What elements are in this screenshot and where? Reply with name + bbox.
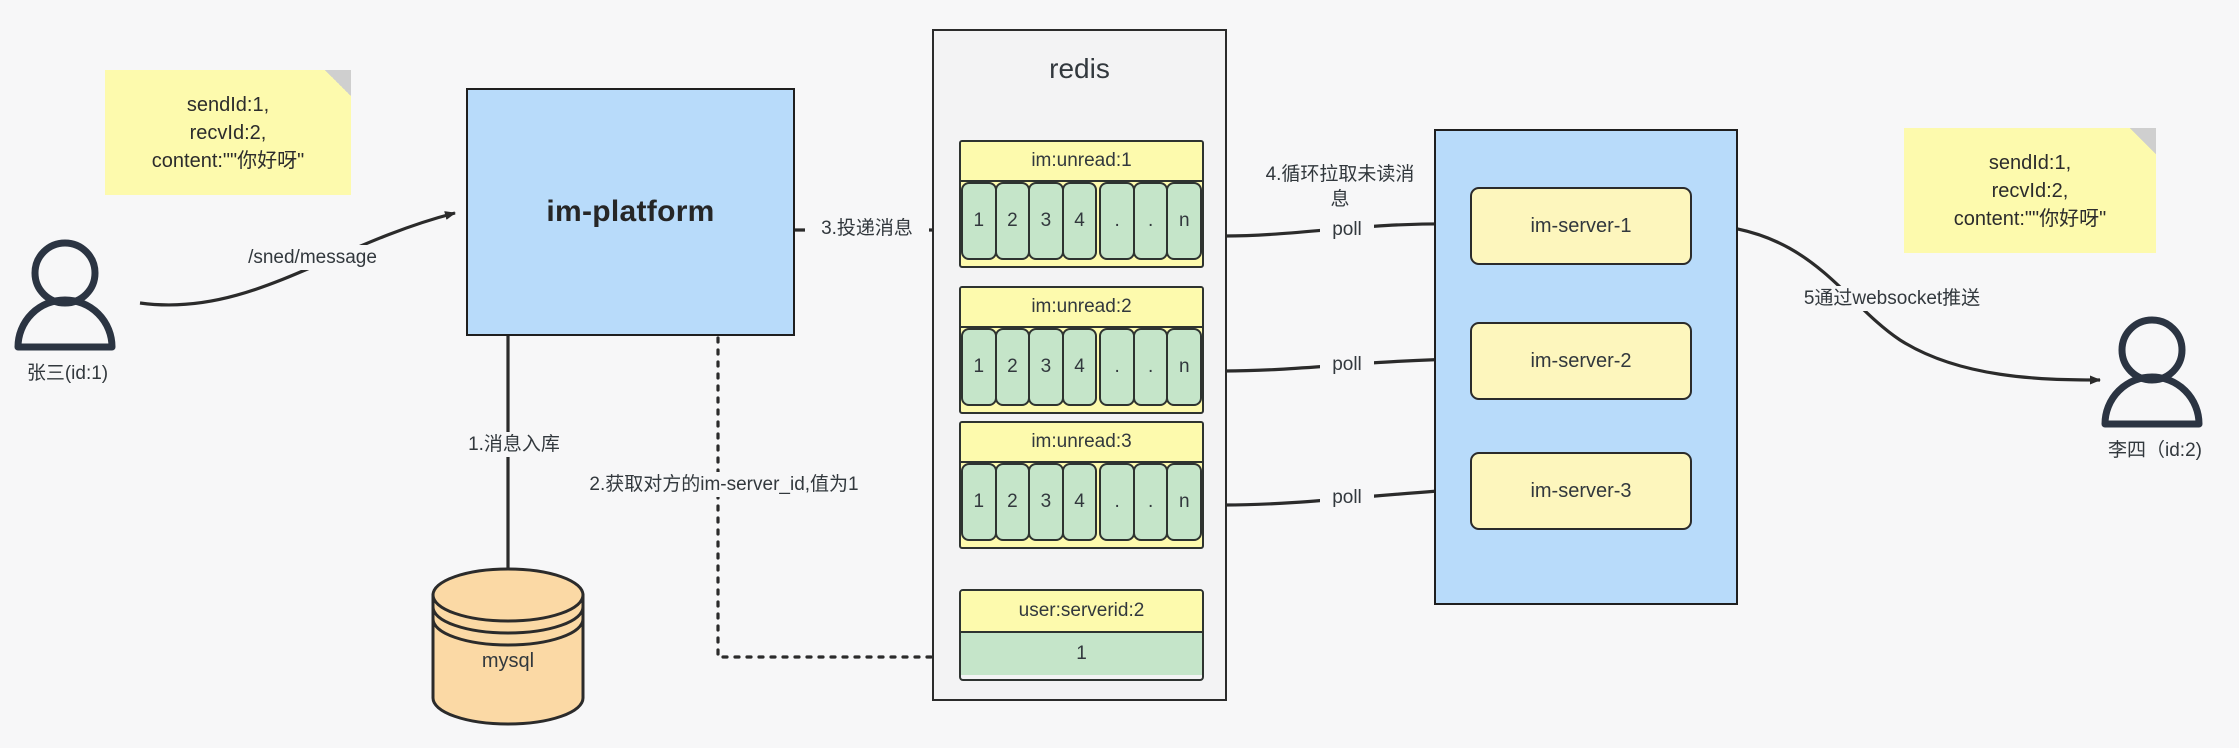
person-icon-receiver [2101,316,2203,428]
redis-key-label-1: im:unread:2 [961,288,1202,326]
edge-label-poll-3: poll [1320,485,1374,510]
edge-label-step5: 5通过websocket推送 [1785,286,1999,311]
edge-label-poll-2: poll [1320,352,1374,377]
redis-key-cells-2: 1 2 3 4 . . n [961,461,1202,541]
redis-cell: 1 [961,328,997,406]
redis-key-cells-0: 1 2 3 4 . . n [961,180,1202,260]
redis-cell: 3 [1028,328,1064,406]
redis-cell: 2 [994,182,1031,260]
redis-cell: . [1099,182,1135,260]
edge-label-step4: 4.循环拉取未读消 息 [1253,162,1427,212]
redis-cell: n [1166,328,1202,406]
redis-cell: 1 [961,463,997,541]
edge-label-send-message: /sned/message [228,245,397,270]
mysql-cylinder [431,567,585,726]
node-im-platform-label: im-platform [546,195,715,228]
redis-cell: 3 [1028,463,1064,541]
node-im-server-1[interactable]: im-server-1 [1470,187,1692,265]
redis-cell: 2 [994,328,1031,406]
redis-cell: . [1132,463,1169,541]
sticky-note-right-text: sendId:1, recvId:2, content:""你好呀" [1953,151,2107,230]
container-redis-title: redis [1049,53,1110,84]
edge-step5 [1687,222,2101,385]
redis-cell: . [1132,328,1169,406]
redis-cell: . [1099,328,1135,406]
redis-cell: 4 [1061,328,1098,406]
redis-cell: . [1099,463,1135,541]
redis-cell: . [1132,182,1169,260]
redis-key-group-1[interactable]: im:unread:2 1 2 3 4 . . n [959,286,1204,414]
redis-cell: 3 [1028,182,1064,260]
sticky-note-right: sendId:1, recvId:2, content:""你好呀" [1904,128,2156,253]
edge-send-message [139,211,456,307]
note-fold-corner-icon [2130,128,2156,154]
redis-key-label-0: im:unread:1 [961,142,1202,180]
person-icon-sender [14,239,116,351]
sticky-note-left-text: sendId:1, recvId:2, content:""你好呀" [151,93,305,172]
redis-key-label-2: im:unread:3 [961,423,1202,461]
node-im-platform[interactable]: im-platform [466,88,795,336]
redis-key-cells-1: 1 2 3 4 . . n [961,326,1202,406]
actor-label-sender: 张三(id:1) [26,363,109,384]
redis-cell: 2 [994,463,1031,541]
edge-label-poll-1: poll [1320,217,1374,242]
actor-label-receiver: 李四（id:2) [2108,440,2202,461]
redis-kv-value: 1 [961,631,1202,675]
sticky-note-left: sendId:1, recvId:2, content:""你好呀" [105,70,351,195]
redis-cell: n [1166,463,1202,541]
redis-cell: 4 [1061,182,1098,260]
redis-cell: n [1166,182,1202,260]
redis-kv-key-label: user:serverid:2 [961,591,1202,631]
note-fold-corner-icon [325,70,351,96]
redis-kv-user-serverid[interactable]: user:serverid:2 1 [959,589,1204,681]
redis-key-group-0[interactable]: im:unread:1 1 2 3 4 . . n [959,140,1204,268]
redis-cell: 4 [1061,463,1098,541]
edge-label-step1: 1.消息入库 [452,432,576,457]
node-im-server-2[interactable]: im-server-2 [1470,322,1692,400]
redis-cell: 1 [961,182,997,260]
redis-key-group-2[interactable]: im:unread:3 1 2 3 4 . . n [959,421,1204,549]
node-im-server-3[interactable]: im-server-3 [1470,452,1692,530]
edge-label-step3: 3.投递消息 [805,216,929,241]
node-mysql-label: mysql [481,650,535,672]
edge-label-step2: 2.获取对方的im-server_id,值为1 [577,472,871,497]
